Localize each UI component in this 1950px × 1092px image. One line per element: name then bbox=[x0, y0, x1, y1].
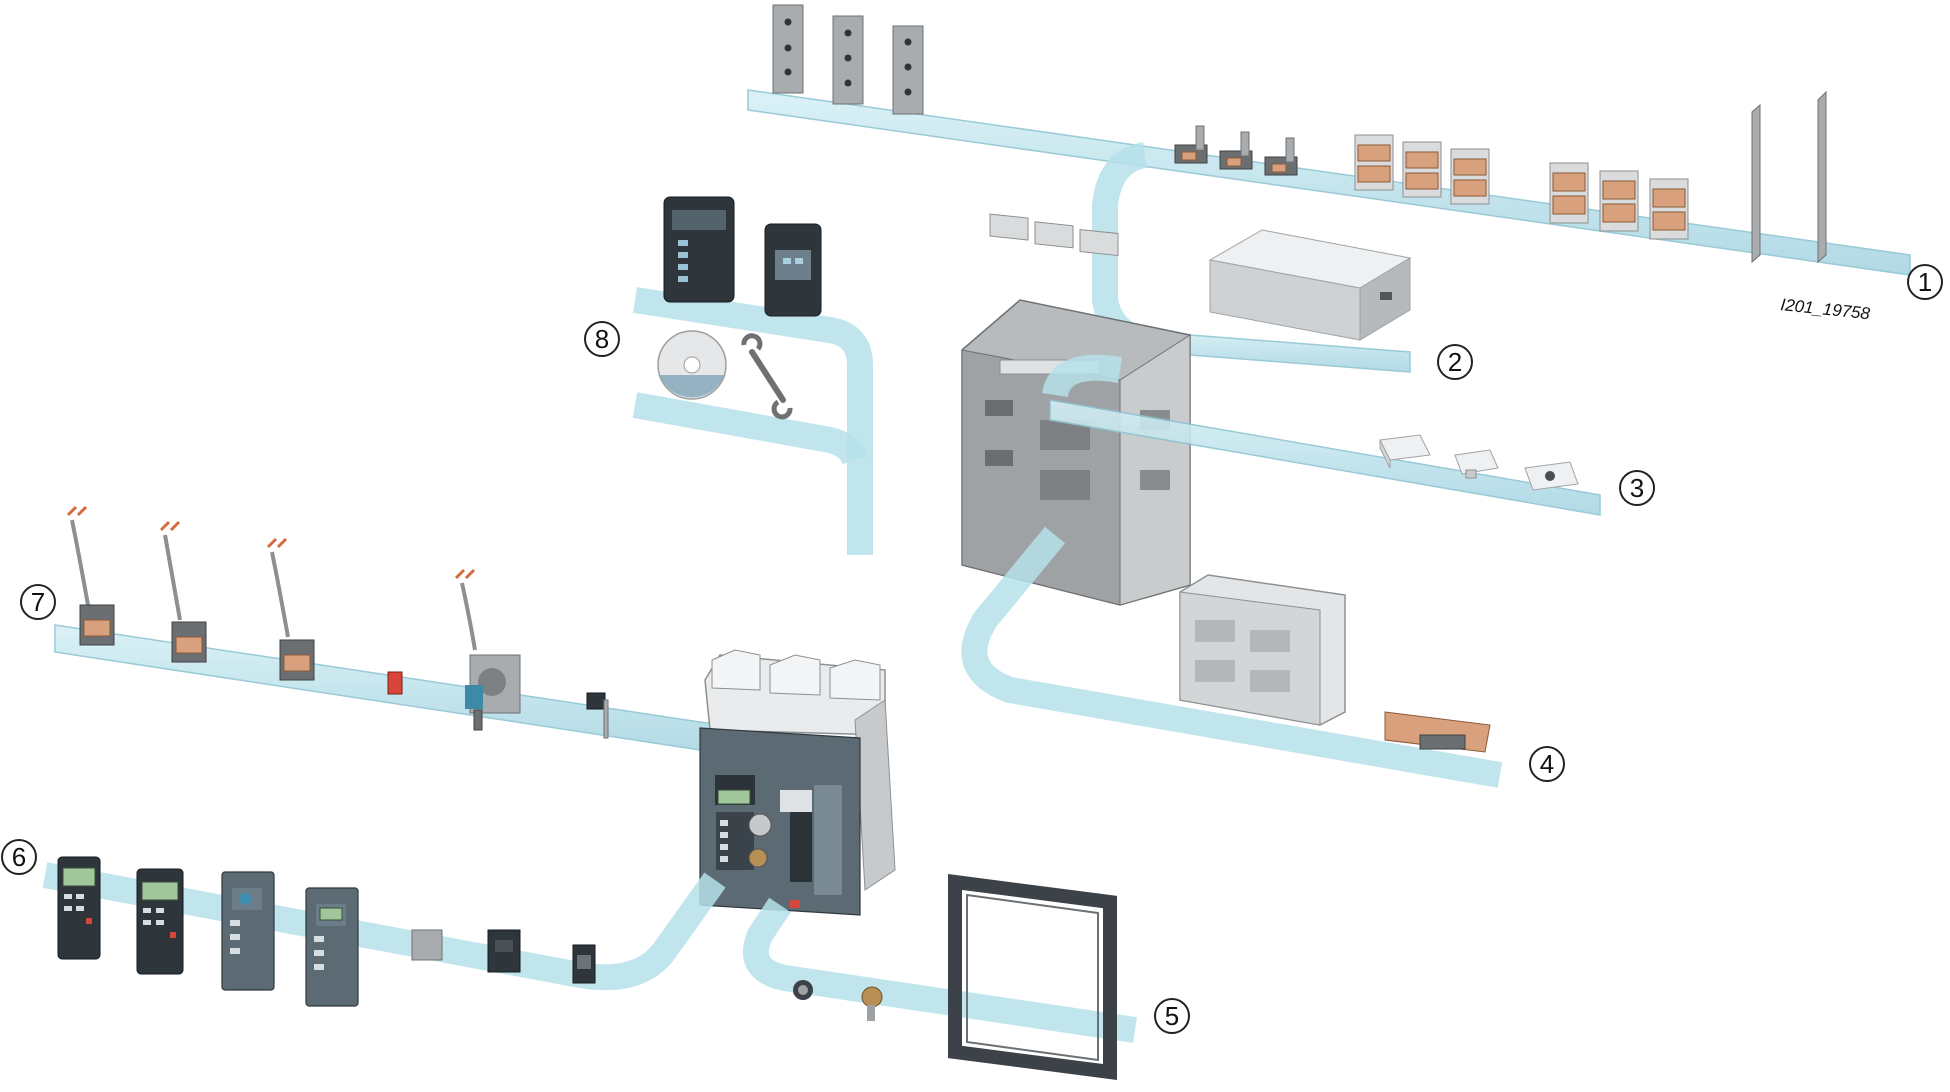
trip-unit-with-display bbox=[57, 856, 101, 960]
trip-unit-basic bbox=[221, 871, 275, 991]
callout-7: 7 bbox=[20, 584, 56, 620]
callout-2: 2 bbox=[1437, 344, 1473, 380]
callout-5-label: 5 bbox=[1165, 1001, 1179, 1031]
vertical-terminal-plate bbox=[892, 25, 924, 115]
test-device-small bbox=[764, 223, 822, 317]
copper-bus-adapter bbox=[1354, 134, 1394, 191]
group-7-release-coils: 7 bbox=[20, 505, 741, 757]
cylinder-lock bbox=[861, 986, 883, 1021]
clamp-connector bbox=[1174, 125, 1208, 164]
callout-6: 6 bbox=[1, 839, 37, 875]
flat-connector-pad bbox=[1034, 221, 1074, 249]
small-interlock-plate bbox=[586, 692, 609, 739]
guide-frame-chassis bbox=[961, 299, 1191, 606]
callout-5: 5 bbox=[1154, 998, 1190, 1034]
software-cd bbox=[657, 330, 727, 400]
rail-group-3 bbox=[1049, 399, 1601, 516]
callout-4: 4 bbox=[1529, 746, 1565, 782]
rail-group-4-riser bbox=[961, 526, 1503, 788]
clamp-connector bbox=[1219, 131, 1253, 170]
copper-bus-adapter bbox=[1549, 162, 1589, 224]
phase-barrier-plate bbox=[1751, 103, 1761, 264]
rail-group-8-upper bbox=[633, 287, 873, 555]
group-8-service-tools: 8 bbox=[584, 196, 873, 555]
callout-3-label: 3 bbox=[1630, 473, 1644, 503]
red-fuse-element bbox=[387, 671, 403, 695]
copper-bus-adapter bbox=[1402, 141, 1442, 198]
white-cover-box bbox=[1208, 229, 1412, 341]
group-1-busbar-connections: 1 I201_19758 bbox=[747, 4, 1943, 353]
callout-1: 1 bbox=[1907, 264, 1943, 300]
vertical-terminal-plate bbox=[832, 15, 864, 105]
copper-bus-adapter bbox=[1599, 170, 1639, 232]
copper-bus-adapter bbox=[1649, 178, 1689, 240]
door-sealing-frame bbox=[948, 874, 1117, 1080]
flat-connector-pad bbox=[1079, 228, 1119, 257]
callout-2-label: 2 bbox=[1448, 347, 1462, 377]
shunt-release-coil bbox=[66, 505, 115, 646]
callout-7-label: 7 bbox=[31, 587, 45, 617]
shunt-release-coil bbox=[159, 520, 207, 663]
trip-unit-with-display bbox=[136, 868, 184, 975]
callout-6-label: 6 bbox=[12, 842, 26, 872]
vertical-terminal-plate bbox=[772, 4, 804, 94]
group-5-door-frame: 5 bbox=[743, 874, 1190, 1080]
rail-group-5-riser bbox=[743, 897, 1137, 1043]
shunt-release-coil bbox=[266, 537, 315, 681]
copper-mounting-bar bbox=[1384, 711, 1491, 753]
phase-barrier-plate bbox=[1817, 90, 1827, 264]
test-device-large bbox=[663, 196, 735, 303]
key-lock bbox=[793, 980, 813, 1000]
group-3-auxiliary-modules: 3 bbox=[1042, 354, 1655, 516]
clamp-connector bbox=[1264, 137, 1298, 176]
rail-group-8-lower bbox=[632, 392, 868, 465]
copper-bus-adapter bbox=[1450, 148, 1490, 205]
callout-4-label: 4 bbox=[1540, 749, 1554, 779]
figure-reference-code: I201_19758 bbox=[1780, 295, 1872, 323]
wrench-tool bbox=[741, 333, 793, 420]
callout-8: 8 bbox=[584, 321, 620, 357]
connector-module bbox=[487, 929, 521, 973]
flat-connector-pad bbox=[989, 213, 1029, 241]
auxiliary-module bbox=[1454, 449, 1499, 479]
rail-group-3-bend bbox=[1042, 354, 1123, 398]
communication-module bbox=[411, 929, 443, 961]
group-4-shutters: 4 bbox=[961, 526, 1565, 788]
motor-operator bbox=[454, 568, 521, 731]
callout-3: 3 bbox=[1619, 470, 1655, 506]
group-6-trip-units: 6 bbox=[1, 839, 726, 1007]
rating-plug bbox=[572, 944, 596, 984]
auxiliary-module bbox=[1524, 461, 1579, 491]
circuit-breaker-main-unit bbox=[699, 649, 896, 916]
callout-1-label: 1 bbox=[1918, 267, 1932, 297]
trip-unit-basic bbox=[305, 887, 359, 1007]
shutter-assembly bbox=[1179, 574, 1346, 726]
callout-8-label: 8 bbox=[595, 324, 609, 354]
auxiliary-module bbox=[1379, 434, 1431, 469]
